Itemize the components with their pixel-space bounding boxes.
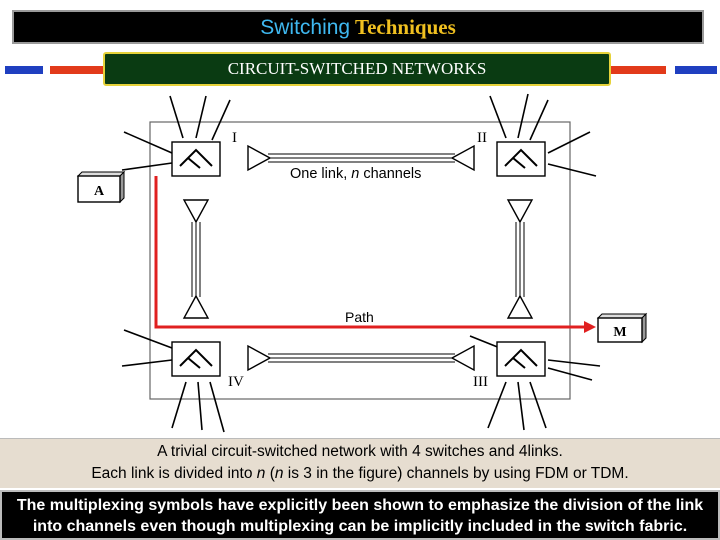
title-part1: Switching bbox=[260, 16, 351, 39]
multiplexers bbox=[182, 144, 534, 372]
switch-IV bbox=[171, 341, 221, 377]
switch-II bbox=[496, 141, 546, 177]
mux-II-left bbox=[450, 144, 475, 172]
switch-label-IV: IV bbox=[228, 374, 244, 390]
stripe-right-blue bbox=[675, 66, 717, 74]
switches bbox=[171, 141, 546, 377]
link-label: One link, n channels bbox=[290, 166, 421, 182]
external-lines bbox=[121, 93, 601, 433]
mux-II-down bbox=[506, 199, 534, 224]
mux-IV-up bbox=[182, 294, 210, 319]
slide-subtitle: CIRCUIT-SWITCHED NETWORKS bbox=[103, 52, 611, 86]
link-label-suffix: channels bbox=[359, 166, 421, 182]
station-m-label: M bbox=[613, 325, 626, 340]
circuit-path bbox=[154, 176, 596, 333]
stripe-left-blue bbox=[5, 66, 43, 74]
station-a-label: A bbox=[94, 184, 105, 199]
caption-n2: n bbox=[274, 465, 284, 482]
mux-III-left bbox=[450, 344, 475, 372]
mux-I-down bbox=[182, 199, 210, 224]
switch-I bbox=[171, 141, 221, 177]
caption-line1: A trivial circuit-switched network with … bbox=[157, 443, 563, 460]
title-part2: Techniques bbox=[350, 15, 456, 39]
switch-label-I: I bbox=[232, 130, 237, 146]
caption-line2-a: Each link is divided into bbox=[91, 465, 257, 482]
network-frame bbox=[149, 121, 571, 400]
mux-IV-right bbox=[247, 344, 272, 372]
switch-III bbox=[496, 341, 546, 377]
link-channels bbox=[191, 153, 525, 363]
link-label-n: n bbox=[351, 166, 359, 182]
link-label-prefix: One link, bbox=[290, 166, 351, 182]
figure-caption: A trivial circuit-switched network with … bbox=[0, 438, 720, 488]
caption-line2-c: is 3 in the figure) channels by using FD… bbox=[283, 465, 629, 482]
caption-n1: n bbox=[256, 465, 266, 482]
mux-III-up bbox=[506, 294, 534, 319]
stripe-right-red bbox=[611, 66, 666, 74]
stripe-left-red bbox=[50, 66, 105, 74]
switch-label-II: II bbox=[477, 130, 487, 146]
mux-I-right bbox=[247, 144, 272, 172]
caption-line2-b: ( bbox=[265, 465, 275, 482]
multiplexing-note: The multiplexing symbols have explicitly… bbox=[0, 490, 720, 540]
path-label: Path bbox=[345, 309, 374, 325]
slide-title: Switching Techniques bbox=[12, 10, 704, 44]
station-m: M bbox=[596, 312, 648, 344]
station-a: A bbox=[76, 170, 126, 204]
caption-line2: Each link is divided into n (n is 3 in t… bbox=[0, 463, 720, 485]
switch-label-III: III bbox=[473, 374, 488, 390]
